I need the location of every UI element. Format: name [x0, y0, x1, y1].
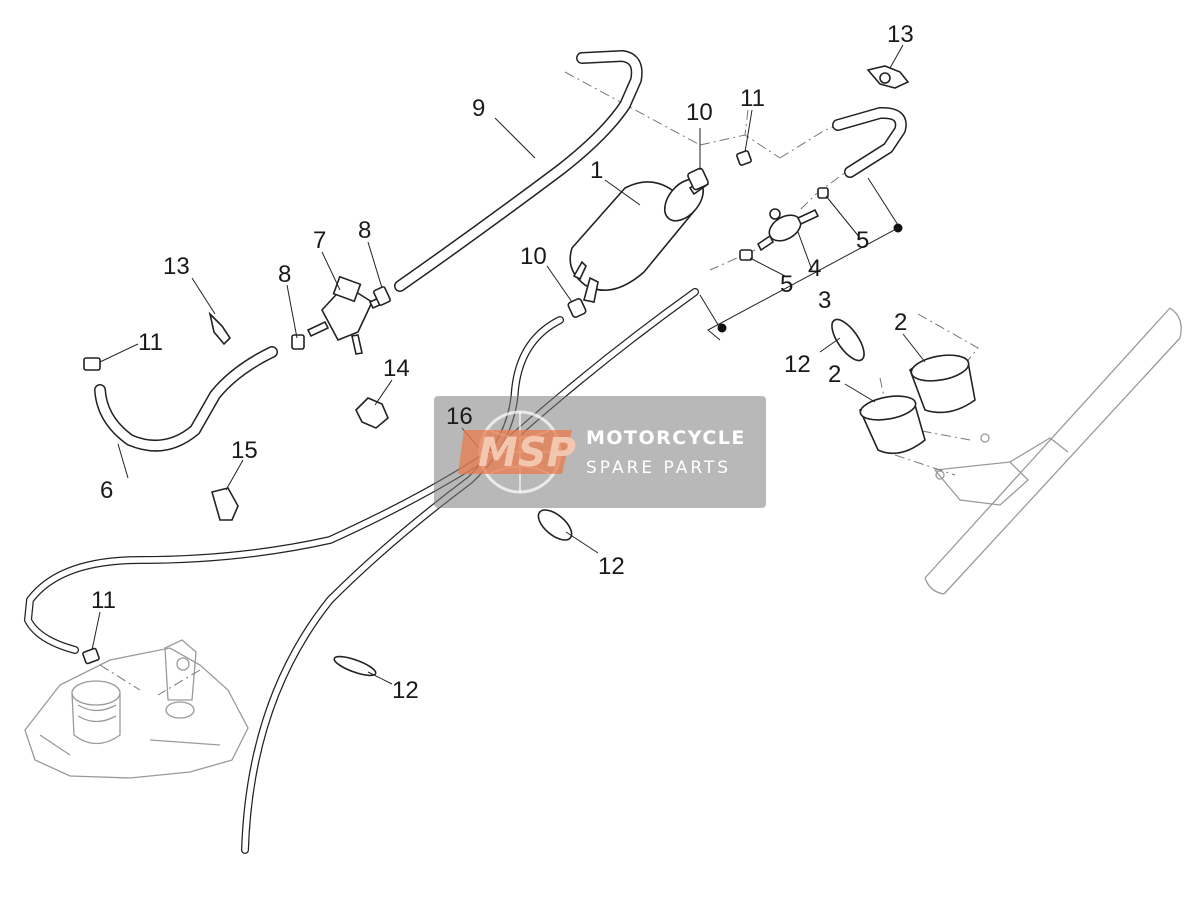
- callout-13b: 13: [163, 253, 190, 280]
- callout-5b: 5: [780, 271, 793, 298]
- clips-12: [333, 318, 865, 677]
- hose-9: [394, 50, 643, 292]
- callout-11b: 11: [138, 329, 163, 356]
- callout-8a: 8: [358, 217, 371, 244]
- fuel-tank-outline: [24, 639, 249, 779]
- callout-12a: 12: [784, 351, 811, 378]
- callout-10b: 10: [520, 243, 547, 270]
- callout-12b: 12: [598, 553, 625, 580]
- callout-12c: 12: [392, 677, 419, 704]
- frame-tube-outline: [924, 307, 1182, 595]
- callout-7: 7: [313, 227, 326, 254]
- callout-2b: 2: [828, 361, 841, 388]
- solenoid-7: [306, 275, 388, 355]
- callout-3: 3: [818, 287, 831, 314]
- watermark-subtitle: SPARE PARTS: [586, 458, 731, 478]
- callout-16: 16: [446, 403, 473, 430]
- watermark-title: MOTORCYCLE: [586, 427, 746, 449]
- callout-1: 1: [590, 157, 603, 184]
- callout-14: 14: [383, 355, 410, 382]
- callout-6: 6: [100, 477, 113, 504]
- callout-5a: 5: [856, 227, 869, 254]
- hose-3-loop: [699, 106, 907, 341]
- callout-8b: 8: [278, 261, 291, 288]
- canister-1: [569, 176, 710, 303]
- watermark-logo-text: MSP: [478, 430, 576, 476]
- callout-11c: 11: [91, 587, 116, 614]
- callout-labels: 1 2 2 3 4 5 5 6 7 8 8 9 10 10 11 11 11 1…: [91, 21, 914, 704]
- hose-16-long: [23, 288, 699, 854]
- callout-15: 15: [231, 437, 258, 464]
- valve-4: [756, 208, 820, 252]
- hose-6: [94, 346, 278, 452]
- callout-2a: 2: [894, 309, 907, 336]
- callout-9: 9: [472, 95, 485, 122]
- callout-11a: 11: [740, 85, 765, 112]
- leader-lines: [91, 44, 926, 685]
- clamps-2: [859, 354, 976, 455]
- watermark-badge: MSP MOTORCYCLE SPARE PARTS: [434, 396, 766, 508]
- callout-13a: 13: [887, 21, 914, 48]
- callout-10a: 10: [686, 99, 713, 126]
- small-fittings: [82, 65, 910, 665]
- callout-4: 4: [808, 255, 821, 282]
